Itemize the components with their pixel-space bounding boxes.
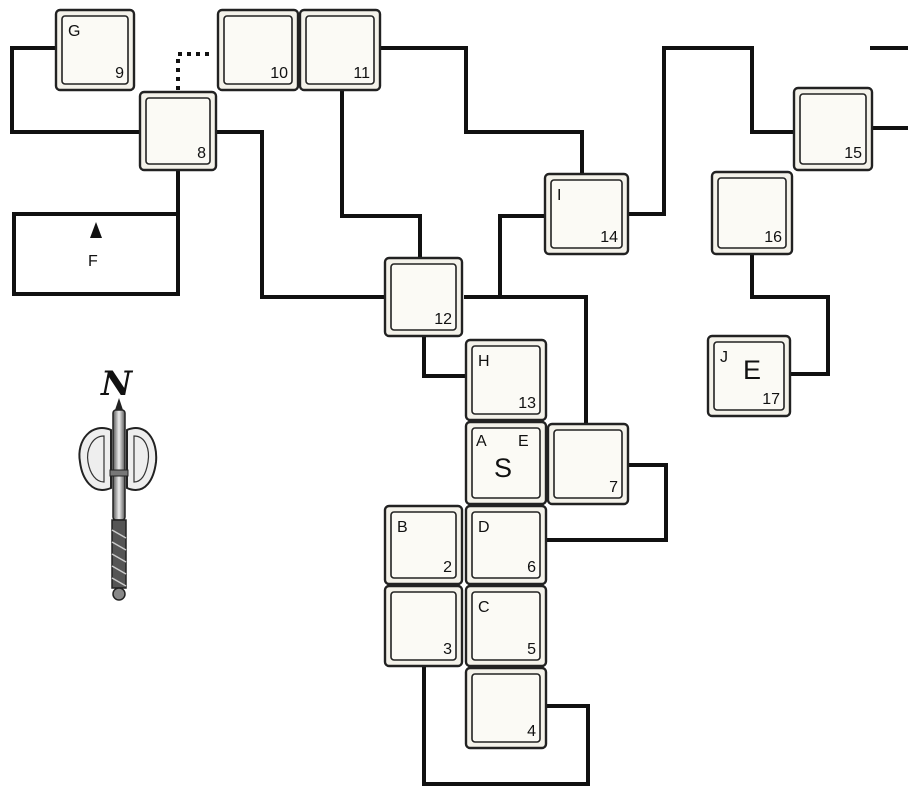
room-wall-inner xyxy=(390,511,457,579)
room-number-5: 5 xyxy=(527,641,536,658)
corridor-12-to-13 xyxy=(422,334,468,378)
room-wall-inner xyxy=(471,591,541,661)
corridor-12-to-14 xyxy=(464,214,547,299)
room-wall-inner xyxy=(471,673,541,743)
room-letter-j: J xyxy=(720,349,728,366)
room-wall-inner xyxy=(390,591,457,661)
room-wall-inner xyxy=(550,179,623,249)
room-number-4: 4 xyxy=(527,723,536,740)
room-2 xyxy=(383,504,464,586)
room-5 xyxy=(464,584,548,668)
room-wall-inner xyxy=(471,511,541,579)
f-marker-label: F xyxy=(88,253,98,270)
room-6 xyxy=(464,504,548,586)
room-number-8: 8 xyxy=(197,145,206,162)
room-letter-b: B xyxy=(397,519,408,536)
room-number-7: 7 xyxy=(609,479,618,496)
room-number-10: 10 xyxy=(270,65,288,82)
room-number-15: 15 xyxy=(844,145,862,162)
corridor-16-to-17 xyxy=(750,252,830,376)
north-label: N xyxy=(100,364,134,404)
room-labels: 2 B 3 4 5 C 6 D 7 8 9 G 10 11 12 13 H 14 I 15 16 17 J xyxy=(68,23,862,740)
room-wall-inner xyxy=(61,15,129,85)
corridor-room8-to-f xyxy=(12,168,180,296)
room-8 xyxy=(138,90,218,172)
room-number-12: 12 xyxy=(434,311,452,328)
corridor-12-to-7 xyxy=(464,295,588,424)
room-wall-inner xyxy=(145,97,211,165)
room-wall-inner xyxy=(471,345,541,415)
room-letter-c: C xyxy=(478,599,490,616)
room-letter-d: D xyxy=(478,519,490,536)
room-number-3: 3 xyxy=(443,641,452,658)
rooms-layer xyxy=(54,8,874,750)
north-compass: N xyxy=(78,364,158,601)
room-9 xyxy=(54,8,136,92)
corridor-room8-to-12 xyxy=(214,130,387,299)
room-13 xyxy=(464,338,548,422)
room-letter-i: I xyxy=(557,187,561,204)
room-start xyxy=(464,420,548,506)
secret-passage-dots xyxy=(176,52,214,90)
corridor-lines xyxy=(10,46,908,786)
room-number-14: 14 xyxy=(600,229,618,246)
double-axe-icon xyxy=(78,398,158,601)
room-3 xyxy=(383,584,464,668)
corridor-4-loop xyxy=(422,664,590,786)
exit-marker-e: E xyxy=(743,355,761,385)
room-letter-h: H xyxy=(478,353,490,370)
room-12 xyxy=(383,256,464,338)
arrow-up-icon xyxy=(90,222,102,238)
start-marker-s: S xyxy=(494,453,512,483)
room-wall-inner xyxy=(390,263,457,331)
room-10 xyxy=(216,8,300,92)
room-wall-inner xyxy=(305,15,375,85)
room-wall-inner xyxy=(713,341,785,411)
room-number-11: 11 xyxy=(353,65,370,82)
start-room-letter-a: A xyxy=(476,433,487,450)
room-number-17: 17 xyxy=(762,391,780,408)
room-number-13: 13 xyxy=(518,395,536,412)
room-14 xyxy=(543,172,630,256)
room-7 xyxy=(546,422,630,506)
room-4 xyxy=(464,666,548,750)
room-wall-inner xyxy=(717,177,787,249)
room-wall-inner xyxy=(471,427,541,499)
room-wall-inner xyxy=(553,429,623,499)
corridor-north-to-14 xyxy=(378,46,584,178)
room-17 xyxy=(706,334,792,418)
room-number-16: 16 xyxy=(764,229,782,246)
start-room-letter-e: E xyxy=(518,433,529,450)
room-letter-g: G xyxy=(68,23,80,40)
room-wall-inner xyxy=(223,15,293,85)
corridor-room11-to-12 xyxy=(340,82,422,264)
room-wall-inner xyxy=(799,93,867,165)
room-16 xyxy=(710,170,794,256)
room-number-2: 2 xyxy=(443,559,452,576)
corridor-14-to-15 xyxy=(626,46,798,216)
corridor-west-loop xyxy=(10,46,142,134)
corridor-7-to-6 xyxy=(544,463,668,542)
room-number-6: 6 xyxy=(527,559,536,576)
room-number-9: 9 xyxy=(115,65,124,82)
room-11 xyxy=(298,8,382,92)
room-15 xyxy=(792,86,874,172)
